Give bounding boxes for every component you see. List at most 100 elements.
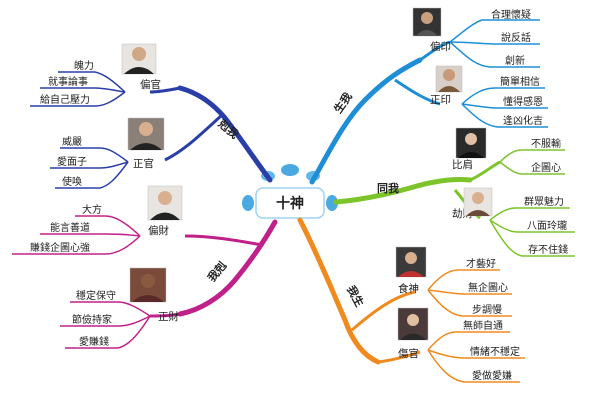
branch-tongwo: 同我 比肩 不服輸 企圖心 劫財 群眾魅力 八面玲瓏 存不住錢: [333, 127, 575, 257]
portrait-zhengguan-icon: [127, 117, 165, 151]
leaf-label: 才藝好: [466, 257, 496, 270]
leaf-line: [40, 233, 141, 237]
leaf-line: [40, 87, 126, 93]
leaf-line: [427, 289, 512, 317]
leaf-label: 愛面子: [57, 155, 87, 168]
leaf-label: 大方: [82, 203, 102, 216]
leaf-line: [489, 207, 570, 221]
leaf-line: [50, 161, 129, 169]
branch-line: [309, 57, 423, 185]
sub-line: [164, 113, 224, 162]
leaf-label: 愛賺錢: [79, 335, 109, 348]
sub-label-piancai: 偏財: [148, 224, 169, 237]
leaf-label: 穩定保守: [76, 289, 116, 302]
leaf-line: [489, 219, 575, 233]
branch-label-shengwo: 生我: [331, 90, 355, 116]
branch-woshang: 我生 食神 才藝好 無企圖心 步調慢 傷官 無師自通 情緒不穩定 愛做愛嫌: [297, 217, 525, 383]
portrait-bijian-icon: [455, 127, 487, 159]
leaf-line: [58, 71, 126, 93]
leaf-label: 簡單相信: [500, 75, 540, 88]
sub-line: [419, 40, 451, 62]
center-bubble: [281, 164, 299, 176]
sub-line: [394, 78, 441, 106]
leaf-label: 節儉持家: [72, 313, 112, 326]
leaf-label: 說反話: [501, 31, 531, 44]
leaf-label: 企圖心: [531, 161, 561, 174]
leaf-label: 存不住錢: [528, 243, 568, 256]
branch-line: [333, 177, 473, 205]
sub-line: [377, 350, 421, 364]
leaf-label: 使喚: [62, 175, 82, 188]
leaf-line: [75, 215, 141, 237]
sub-line: [149, 86, 181, 94]
leaf-line: [427, 331, 510, 351]
leaf-line: [449, 41, 540, 45]
branch-woke: 我剋 偏財 大方 能言善道 賺錢企圖心強 正財 穩定保守 節儉持家 愛賺錢: [12, 185, 278, 349]
branch-label-woke: 我剋: [205, 259, 230, 285]
sub-label-pianguan: 偏官: [140, 78, 161, 91]
leaf-label: 賺錢企圖心強: [30, 241, 90, 254]
portrait-shishen-icon: [395, 246, 427, 278]
portrait-pianguan-icon: [121, 43, 157, 75]
branch-label-woshang: 我生: [344, 283, 367, 309]
leaf-line: [427, 349, 525, 359]
leaf-label: 給自己壓力: [40, 93, 90, 106]
branch-line: [177, 219, 278, 317]
sub-line: [469, 160, 501, 182]
sub-label-pianyin: 偏印: [430, 40, 451, 53]
leaf-line: [55, 161, 129, 189]
leaf-label: 威嚴: [62, 135, 82, 148]
sub-label-zhengyin: 正印: [430, 94, 451, 106]
leaf-line: [489, 219, 575, 257]
center-box: [255, 187, 325, 219]
leaf-label: 無師自通: [463, 319, 503, 332]
leaf-line: [499, 161, 565, 175]
sub-label-zhengcai: 正財: [158, 310, 179, 323]
leaf-label: 創新: [505, 54, 525, 67]
leaf-line: [30, 91, 126, 107]
leaf-label: 步調慢: [472, 303, 502, 316]
leaf-line: [449, 19, 540, 43]
portrait-jiecai-icon: [463, 187, 493, 217]
leaf-label: 逢凶化吉: [503, 114, 543, 127]
portrait-zhengyin-icon: [435, 65, 463, 93]
sub-line: [351, 290, 416, 332]
sub-label-bijian: 比肩: [452, 158, 473, 171]
leaf-label: 懂得感恩: [503, 95, 543, 108]
portrait-piancai-icon: [147, 185, 183, 221]
portrait-shangguan-icon: [397, 307, 429, 341]
sub-label-zhengguan: 正官: [133, 157, 154, 170]
branch-line: [177, 85, 273, 183]
center-label: 十神: [276, 195, 304, 212]
leaf-label: 群眾魅力: [524, 195, 564, 208]
center-node: 十神: [242, 164, 338, 219]
leaf-line: [427, 349, 520, 383]
leaf-label: 就事論事: [48, 75, 88, 88]
leaf-label: 能言善道: [50, 221, 90, 234]
leaf-line: [427, 289, 512, 295]
leaf-label: 愛做愛嫌: [472, 369, 512, 382]
branch-label-tongwo: 同我: [377, 181, 399, 195]
sub-line: [149, 312, 181, 318]
leaf-line: [60, 315, 151, 327]
leaf-line: [12, 235, 141, 255]
leaf-label: 不服輸: [531, 137, 561, 150]
leaf-line: [499, 149, 565, 163]
leaf-label: 情緒不穩定: [470, 345, 520, 358]
leaf-label: 八面玲瓏: [527, 219, 567, 232]
center-bubble: [242, 195, 254, 211]
portrait-pianyin-icon: [412, 7, 442, 37]
leaf-line: [461, 87, 545, 105]
leaf-line: [461, 103, 548, 109]
sub-line: [184, 234, 263, 247]
portrait-zhengcai-icon: [129, 267, 167, 303]
sub-label-shishen: 食神: [398, 282, 419, 295]
leaf-label: 合理懷疑: [491, 8, 531, 21]
center-bubble: [326, 195, 338, 211]
leaf-label: 魄力: [74, 59, 94, 72]
leaf-label: 無企圖心: [468, 281, 508, 294]
leaf-line: [427, 269, 500, 291]
branch-shengwo: 生我 偏印 合理懷疑 說反話 創新 正印 簡單相信 懂得感恩 逢凶化吉: [309, 7, 548, 185]
